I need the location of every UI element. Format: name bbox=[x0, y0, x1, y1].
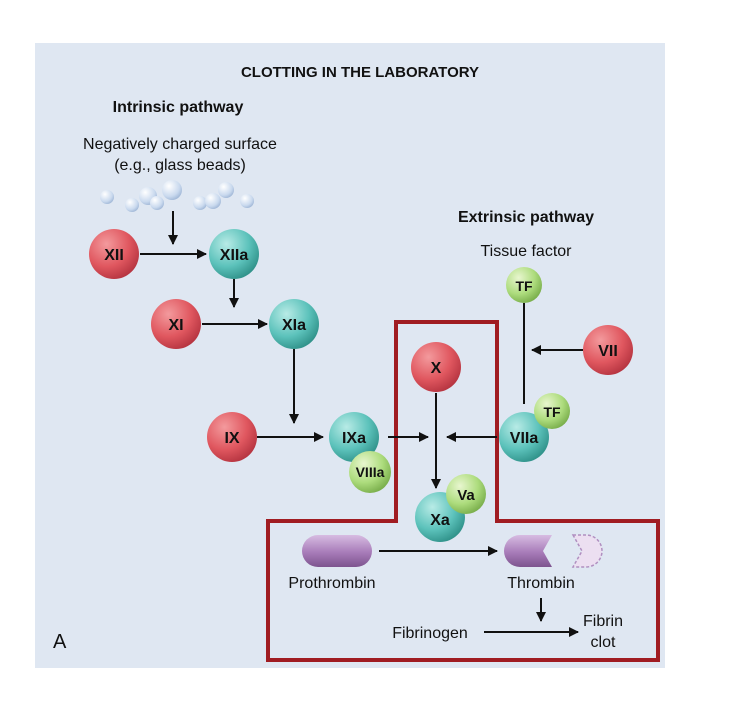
factor-IX-label: IX bbox=[224, 430, 239, 447]
factor-IX: IX bbox=[207, 412, 257, 462]
factor-VIIIa: VIIIa bbox=[349, 451, 391, 493]
factor-IXa-label: IXa bbox=[342, 430, 366, 447]
factor-X: X bbox=[411, 342, 461, 392]
factor-XII-label: XII bbox=[104, 247, 124, 264]
factor-VIIIa-label: VIIIa bbox=[356, 464, 385, 480]
intrinsic-pathway-heading: Intrinsic pathway bbox=[113, 99, 244, 116]
diagram-title: CLOTTING IN THE LABORATORY bbox=[241, 64, 479, 81]
factor-VIIa: VIIa bbox=[499, 412, 549, 462]
factor-VII-label: VII bbox=[598, 343, 618, 360]
fibrin-clot-label-line2: clot bbox=[591, 634, 616, 651]
factor-TF-top-label: TF bbox=[515, 278, 533, 294]
glass-beads-icon bbox=[100, 180, 254, 212]
fibrin-clot-label-line1: Fibrin bbox=[583, 613, 623, 630]
thrombin-label: Thrombin bbox=[507, 575, 575, 592]
tissue-factor-label: Tissue factor bbox=[481, 243, 573, 260]
surface-label-line2: (e.g., glass beads) bbox=[114, 157, 246, 174]
factor-TF-bound: TF bbox=[534, 393, 570, 429]
factor-VIIa-label: VIIa bbox=[510, 430, 539, 447]
thrombin-shape bbox=[504, 534, 603, 568]
surface-label-line1: Negatively charged surface bbox=[83, 136, 277, 153]
factor-XIIa: XIIa bbox=[209, 229, 259, 279]
factor-XII: XII bbox=[89, 229, 139, 279]
factor-XIa: XIa bbox=[269, 299, 319, 349]
factor-X-label: X bbox=[431, 360, 442, 377]
factor-TF-top: TF bbox=[506, 267, 542, 303]
extrinsic-pathway-heading: Extrinsic pathway bbox=[458, 209, 594, 226]
factor-XI: XI bbox=[151, 299, 201, 349]
factor-XIa-label: XIa bbox=[282, 317, 306, 334]
factor-Va-label: Va bbox=[457, 487, 475, 504]
common-pathway-highlight-box bbox=[266, 320, 660, 662]
prothrombin-label: Prothrombin bbox=[288, 575, 375, 592]
pathway-arrows bbox=[140, 211, 583, 637]
prothrombin-shape bbox=[302, 535, 372, 567]
factor-XI-label: XI bbox=[168, 317, 183, 334]
fibrinogen-label: Fibrinogen bbox=[392, 625, 468, 642]
factor-XIIa-label: XIIa bbox=[220, 247, 249, 264]
factor-Va: Va bbox=[446, 474, 486, 514]
factor-Xa-label: Xa bbox=[430, 512, 450, 529]
factor-TF-bound-label: TF bbox=[543, 404, 561, 420]
factor-VII: VII bbox=[583, 325, 633, 375]
panel-letter: A bbox=[53, 631, 67, 653]
factor-IXa: IXa bbox=[329, 412, 379, 462]
